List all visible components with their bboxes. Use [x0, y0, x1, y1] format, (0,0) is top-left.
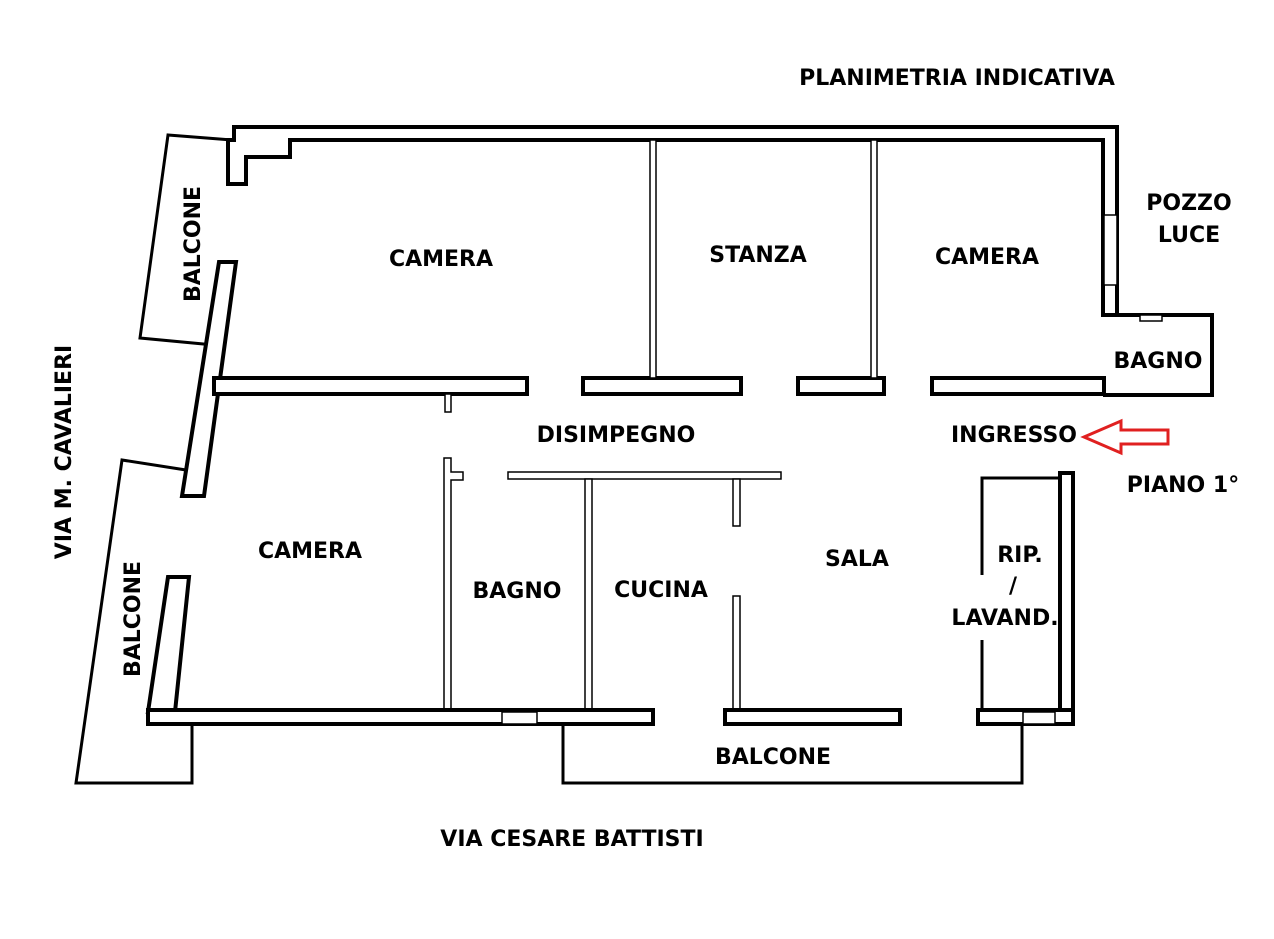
floor-label: PIANO 1°	[1127, 473, 1239, 498]
cucina-sala-wall-lower	[732, 595, 741, 713]
balcony-label-bottom: BALCONE	[715, 745, 831, 770]
street-label-bottom: VIA CESARE BATTISTI	[440, 827, 703, 852]
corridor-wall-top-4	[930, 376, 1106, 396]
partition-stanza-camera	[870, 139, 878, 379]
room-label-ingresso: INGRESSO	[951, 423, 1077, 448]
street-label-left: VIA M. CAVALIERI	[52, 345, 77, 559]
room-label-rip-line3: LAVAND.	[951, 606, 1058, 631]
pozzo-luce-line1: POZZO	[1146, 191, 1231, 216]
bottom-wall-2	[723, 708, 902, 726]
corridor-stub	[444, 393, 452, 413]
plan-title: PLANIMETRIA INDICATIVA	[799, 66, 1115, 91]
pozzo-luce-line2: LUCE	[1158, 223, 1220, 248]
bagno-cucina-wall	[584, 478, 593, 713]
corridor-wall-top-3	[796, 376, 886, 396]
left-lower-wall	[145, 575, 192, 714]
left-outer-wall	[179, 260, 239, 498]
room-label-sala: SALA	[825, 547, 889, 572]
balcony-bottom-outline	[561, 724, 1024, 785]
top-outer-wall	[226, 125, 1119, 317]
balcony-label-left-bottom: BALCONE	[121, 561, 146, 677]
window-right-upper	[1103, 214, 1118, 286]
arrow-left-icon	[1080, 418, 1170, 456]
balcony-left-top-outline	[138, 133, 233, 347]
room-label-disimpegno: DISIMPEGNO	[537, 423, 696, 448]
bagno-left-wall	[443, 457, 464, 713]
bottom-wall-1	[146, 708, 655, 726]
room-label-bagno-right: BAGNO	[1114, 349, 1203, 374]
room-label-rip-line2: /	[1009, 574, 1018, 599]
window-bagno-bottom	[501, 711, 538, 725]
room-label-cucina: CUCINA	[614, 578, 708, 603]
room-label-stanza: STANZA	[709, 243, 807, 268]
corridor-wall-bottom	[507, 471, 782, 480]
cucina-sala-wall-upper	[732, 478, 741, 527]
window-bagno-right	[1139, 314, 1163, 322]
room-label-bagno-bottom: BAGNO	[473, 579, 562, 604]
partition-camera-stanza	[649, 139, 657, 379]
room-label-rip-line1: RIP.	[997, 543, 1043, 568]
balcony-label-left-top: BALCONE	[181, 186, 206, 302]
room-label-camera-top-left: CAMERA	[389, 247, 493, 272]
corridor-wall-top-2	[581, 376, 743, 396]
rip-right-wall	[1058, 471, 1075, 725]
rip-walls-thin	[980, 476, 1060, 714]
room-label-camera-bottom-left: CAMERA	[258, 539, 362, 564]
room-label-camera-top-right: CAMERA	[935, 245, 1039, 270]
corridor-wall-top-1	[212, 376, 529, 396]
balcony-left-bottom-outline	[74, 458, 194, 785]
window-rip-bottom	[1022, 711, 1056, 725]
